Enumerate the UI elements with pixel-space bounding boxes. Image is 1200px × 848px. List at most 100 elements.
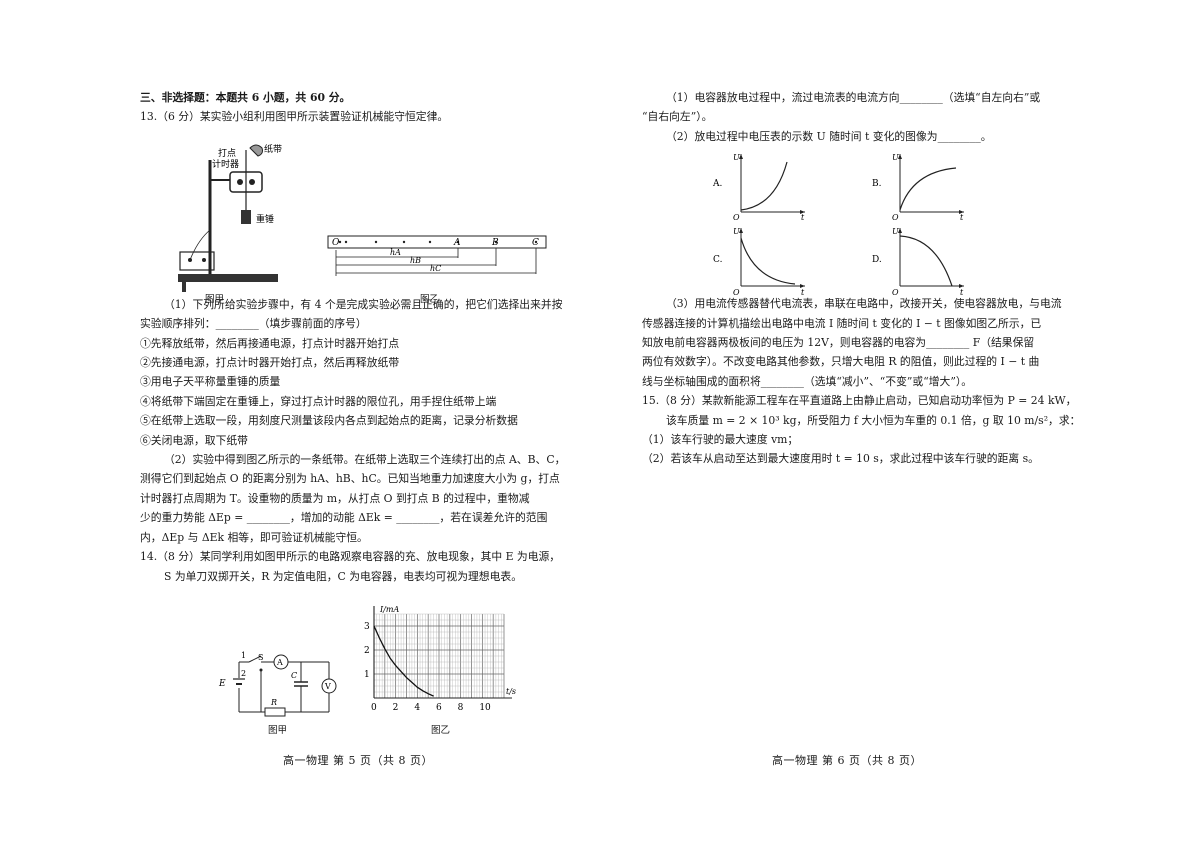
right-footer: 高一物理 第 6 页（共 8 页） [772,754,922,767]
weight-label: 重锤 [256,213,274,225]
fig-14a-caption: 图甲 [268,725,288,736]
y-axis-label: I/mA [379,605,399,614]
option-c-graph: C. U t O [713,227,805,296]
tape-strip [327,235,547,249]
q13-option: ⑥关闭电源，取下纸带 [140,433,248,447]
axis-t-label: t [960,288,964,296]
switch-label: S [258,653,263,662]
axis-arrow-icon [959,284,964,288]
tape-dot [338,240,342,244]
tape-label: 纸带 [264,143,282,155]
timer-label-2: 计时器 [212,158,239,170]
table-leg [182,282,186,292]
timer-dot-icon [249,179,255,185]
tape-dot [534,240,538,244]
point-a: A [453,238,461,248]
origin-label: O [733,288,740,296]
section-title: 三、非选择题：本题共 6 小题，共 60 分。 [140,91,351,104]
tape-figure: O A B C hA hB hC [327,235,547,276]
q13-option: ②先接通电源，打点计时器开始打点，然后再释放纸带 [140,356,400,370]
axis-u-label: U [892,153,899,162]
q13-option: ④将纸带下端固定在重锤上，穿过打点计时器的限位孔，用手捏住纸带上端 [140,394,497,408]
option-letter: B. [872,179,882,189]
axis-t-label: t [801,288,805,296]
fig-14b-caption: 图乙 [431,725,451,736]
option-curve [740,237,796,285]
q15-line: （2）若该车从启动至达到最大速度用时 t = 10 s，求此过程中该车行驶的距离… [642,452,1039,466]
point-b: B [491,238,499,248]
q13-line: （1）下列所给实验步骤中，有 4 个是完成实验必需且正确的，把它们选择出来并按 [164,297,563,311]
axis-arrow-icon [959,210,964,214]
q13-line: 实验顺序排列：________（填步骤前面的序号） [140,317,367,331]
q13-line: 少的重力势能 ΔEp = ________，增加的动能 ΔEk = ______… [140,511,548,525]
tape-dot [374,240,378,244]
option-letter: D. [872,255,882,265]
x-tick-label: 4 [414,703,420,713]
wire [189,229,211,261]
x-tick-label: 0 [371,703,377,713]
q14-cont-line: （2）放电过程中电压表的示数 U 随时间 t 变化的图像为________。 [666,129,992,143]
origin-label: O [892,288,899,296]
label-hc: hC [430,264,441,273]
x-tick-label: 2 [393,703,399,713]
ammeter-label: A [276,658,283,667]
x-tick-label: 10 [479,703,491,713]
q15-line: 15.（8 分）某款新能源工程车在平直道路上由静止启动，已知启动功率恒为 P =… [642,394,1077,408]
q13-option: ③用电子天平称量重锤的质量 [140,375,281,389]
power-supply [179,251,215,271]
timer-dot-icon [237,179,243,185]
axis-t-label: t [801,213,805,220]
y-tick-label: 3 [364,622,370,632]
axis-t-label: t [960,213,964,220]
tape-dot [344,240,348,244]
option-b-graph: B. U t O [872,153,964,220]
q13-stem: 13.（6 分）某实验小组利用图甲所示装置验证机械能守恒定律。 [140,110,449,124]
q14-cont-line: 传感器连接的计算机描绘出电路中电流 I 随时间 t 变化的 I − t 图像如图… [642,316,1042,330]
axis-arrow-icon [800,210,805,214]
axis-arrow-icon [898,228,902,233]
option-curve [740,161,788,211]
weight-icon [241,210,251,224]
source-label: E [218,679,226,689]
terminal-icon [259,668,263,672]
tape-dot [456,240,460,244]
apparatus-figure: 打点 计时器 纸带 重锤 [178,143,282,292]
left-footer: 高一物理 第 5 页（共 8 页） [283,754,433,767]
point-c: C [532,238,539,248]
q14-cont-line: 知放电前电容器两极板间的电压为 12V，则电容器的电容为________ F（结… [642,336,1035,350]
option-a-graph: A. U t O [712,153,805,220]
right-page: （1）电容器放电过程中，流过电流表的电流方向________（选填“自左向右”或… [642,88,1082,469]
option-d-graph: D. U t O [872,227,964,296]
q15-line: （1）该车行驶的最大速度 vm； [642,433,799,447]
left-page: 三、非选择题：本题共 6 小题，共 60 分。 13.（6 分）某实验小组利用图… [140,88,585,586]
label-ha: hA [390,248,401,257]
voltmeter-label: V [324,682,331,691]
x-axis-label: t/s [506,687,516,696]
pos-2: 2 [241,669,246,678]
point-o: O [332,238,340,248]
hand-icon [249,144,263,157]
q14-cont-line: 两位有效数字）。不改变电路其他参数，只增大电阻 R 的阻值，则此过程的 I − … [642,355,1040,369]
q14-cont-line: （3）用电流传感器替代电流表，串联在电路中，改接开关，使电容器放电，与电流 [666,297,1062,311]
q14-line: 14.（8 分）某同学利用如图甲所示的电路观察电容器的充、放电现象，其中 E 为… [140,550,561,564]
axis-arrow-icon [800,284,805,288]
q13-option: ①先释放纸带，然后再接通电源，打点计时器开始打点 [140,336,400,350]
q14-cont-line: “自右向左”）。 [642,110,713,124]
option-letter: C. [713,255,723,265]
timer-label-1: 打点 [218,147,236,159]
q13-line: 测得它们到起始点 O 的距离分别为 hA、hB、hC。已知当地重力加速度大小为 … [140,472,560,486]
voltmeter-icon [321,678,337,694]
q13-body: （1）下列所给实验步骤中，有 4 个是完成实验必需且正确的，把它们选择出来并按 … [140,295,585,547]
axis-u-label: U [733,227,740,236]
x-tick-label: 6 [436,703,442,713]
option-curve [899,167,957,211]
axis-arrow-icon [739,154,743,159]
q15-line: 该车质量 m = 2 × 10³ kg，所受阻力 f 大小恒为车重的 0.1 倍… [666,413,1081,427]
table-top [178,274,278,282]
resistor-icon [264,707,286,717]
q13-line: （2）实验中得到图乙所示的一条纸带。在纸带上选取三个连续打出的点 A、B、C， [164,453,566,467]
q13-option: ⑤在纸带上选取一段，用刻度尺测量该段内各点到起始点的距离，记录分析数据 [140,414,518,428]
tape-dot [402,240,406,244]
resistor-label: R [270,698,277,707]
